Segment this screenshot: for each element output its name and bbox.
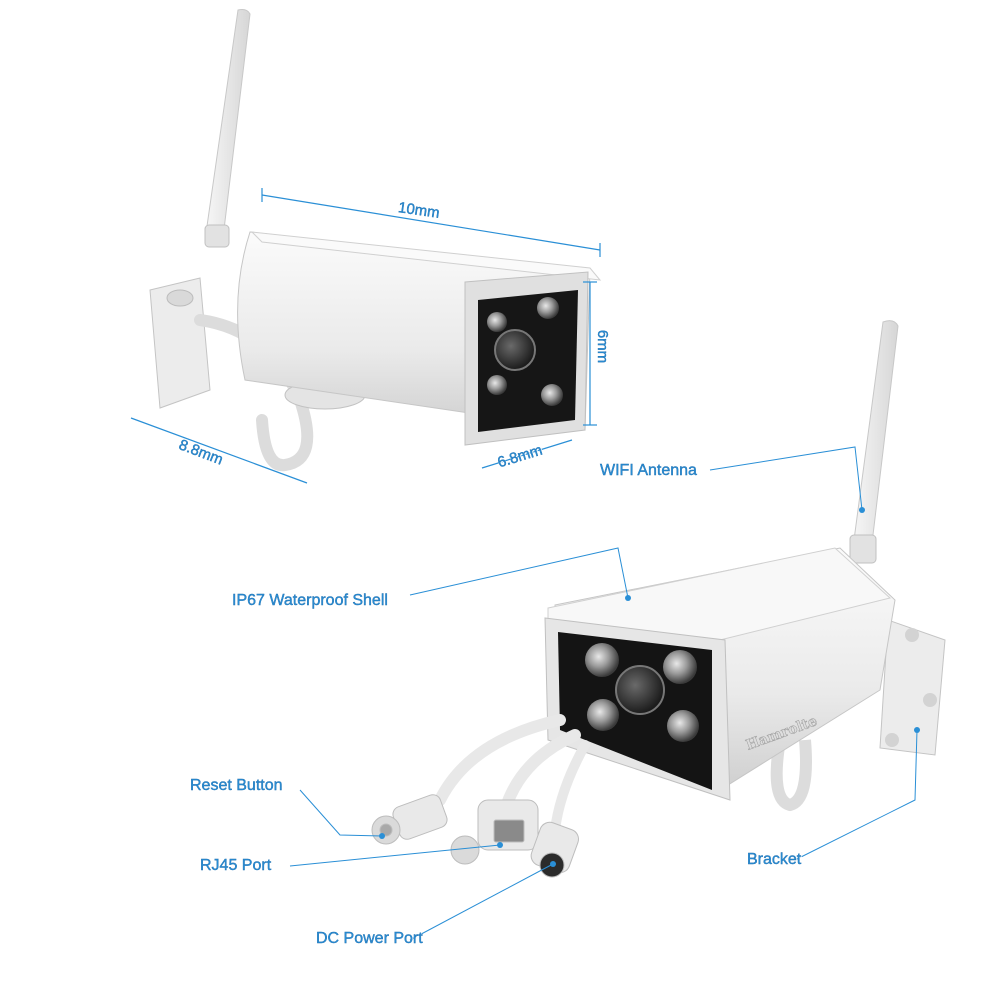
dimension-lines — [130, 188, 601, 484]
callout-lines — [289, 446, 918, 941]
dimension-height-label: 6mm — [594, 329, 612, 364]
rj45-port-label: RJ45 Port — [200, 857, 272, 874]
wifi-antenna-label: WIFI Antenna — [600, 462, 697, 479]
reset-button-label: Reset Button — [190, 777, 283, 794]
waterproof-shell-label: IP67 Waterproof Shell — [232, 592, 388, 609]
top-bracket — [149, 277, 211, 409]
top-antenna — [204, 9, 251, 247]
dc-power-port-label: DC Power Port — [316, 930, 423, 947]
bottom-bracket — [879, 619, 946, 756]
top-camera — [149, 9, 602, 472]
bottom-camera: Hamrolte — [544, 320, 946, 812]
bracket-label: Bracket — [747, 851, 802, 868]
bottom-antenna — [851, 320, 899, 561]
rj45-port-socket — [493, 819, 525, 843]
